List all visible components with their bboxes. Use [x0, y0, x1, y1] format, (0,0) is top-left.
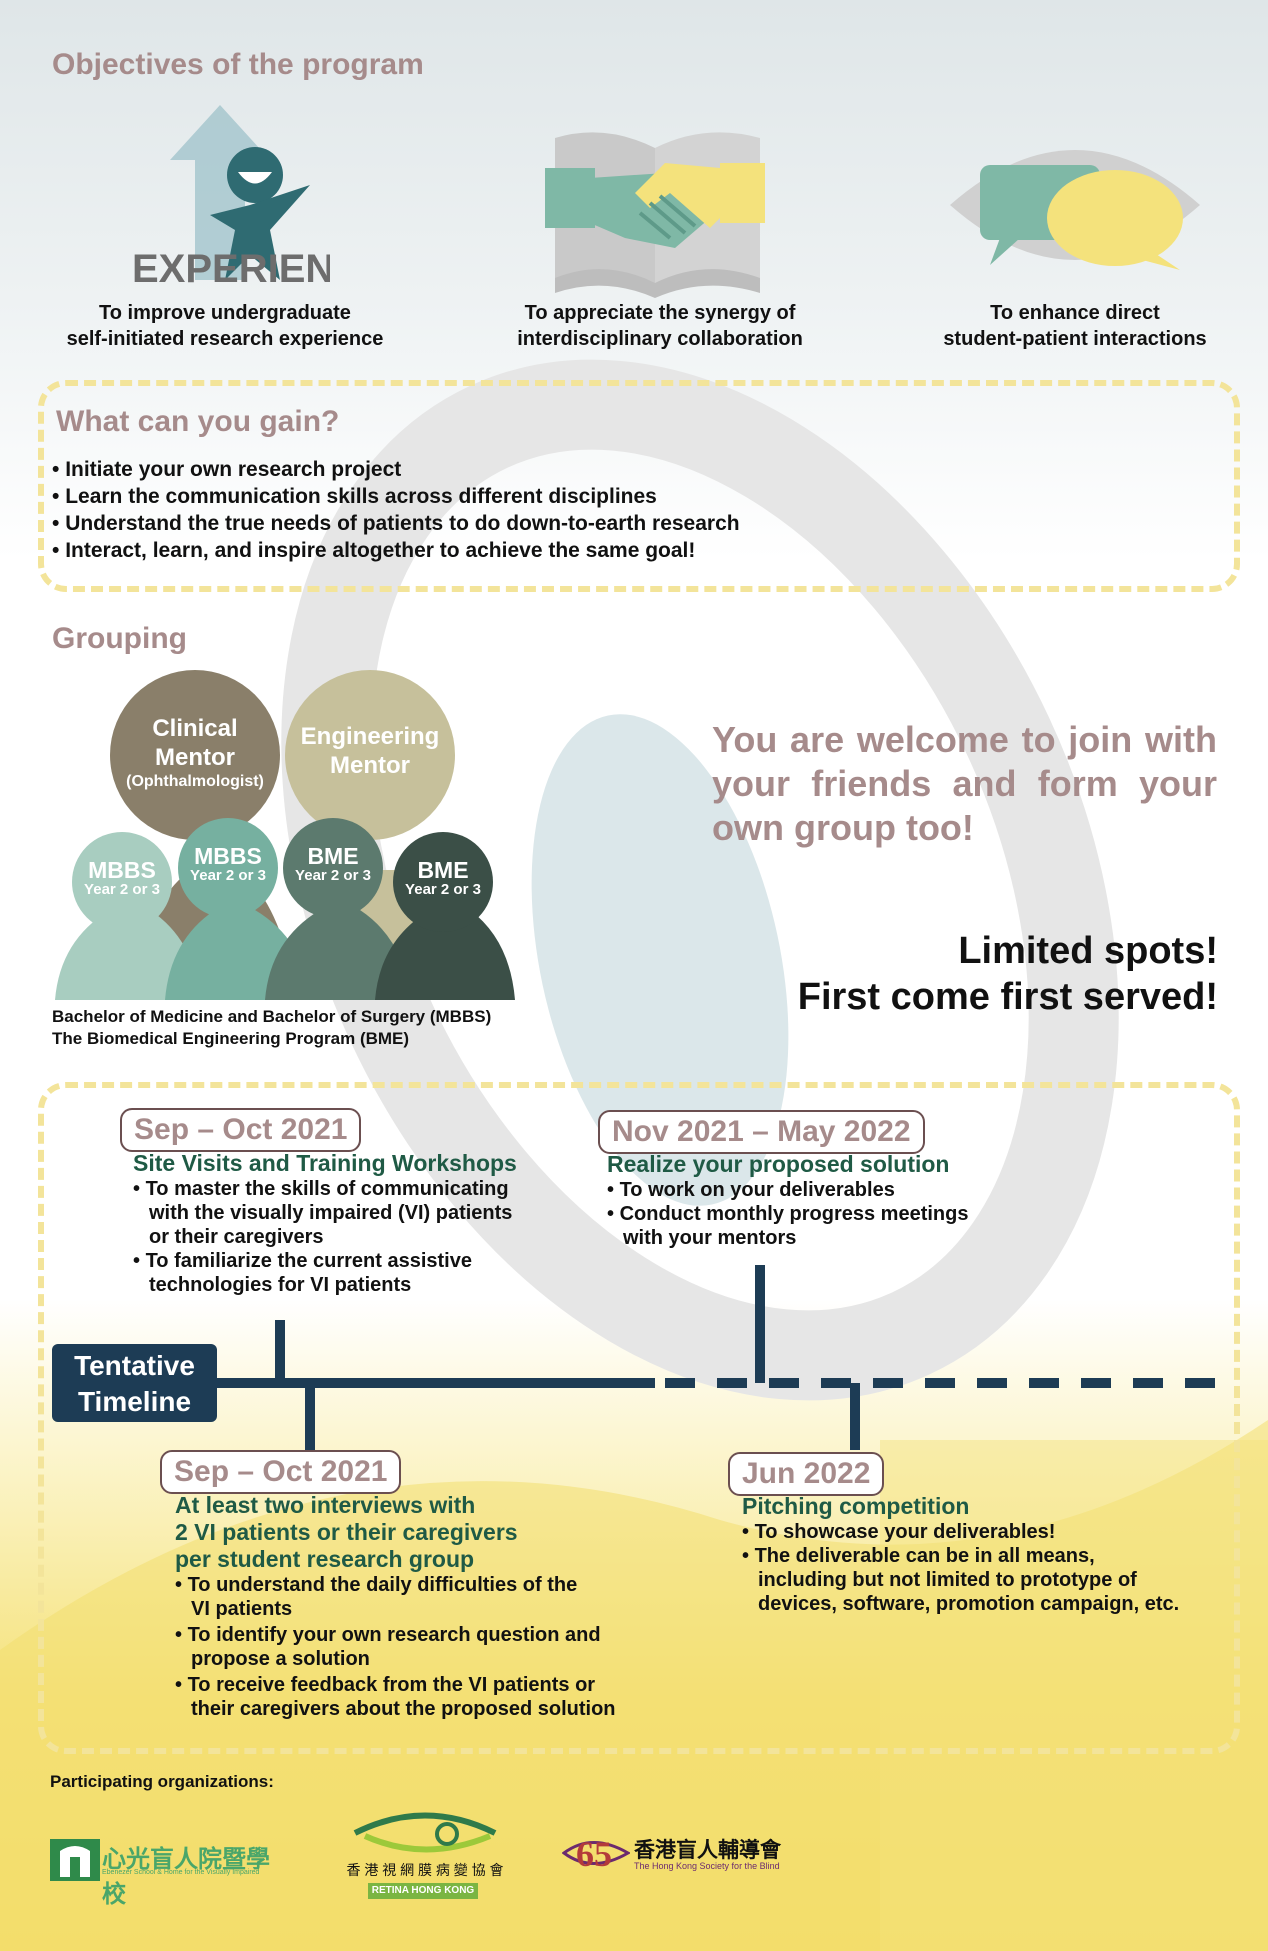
gain-box: [38, 380, 1240, 592]
welcome-message: You are welcome to join with your friend…: [712, 719, 1217, 848]
event-2-date: Nov 2021 – May 2022: [598, 1110, 925, 1154]
limited-spots: Limited spots! First come first served!: [797, 930, 1218, 1018]
list-item: Learn the communication skills across di…: [52, 483, 740, 510]
event-3-date: Sep – Oct 2021: [160, 1450, 402, 1494]
organizations-title: Participating organizations:: [50, 1772, 274, 1791]
timeline-label: Tentative Timeline: [52, 1344, 217, 1422]
list-item: Initiate your own research project: [52, 456, 740, 483]
list-item: The deliverable can be in all means,incl…: [742, 1544, 1232, 1616]
list-item: To understand the daily difficulties of …: [175, 1573, 675, 1621]
gain-title: What can you gain?: [56, 405, 340, 438]
engineering-mentor-circle: Engineering Mentor: [285, 670, 455, 840]
list-item: To identify your own research question a…: [175, 1623, 675, 1671]
hksb-logo: 65 香港盲人輔導會 The Hong Kong Society for the…: [562, 1830, 792, 1880]
event-2-heading: Realize your proposed solution: [607, 1151, 950, 1177]
speech-bubbles-eye-icon: [950, 150, 1200, 270]
grouping-footnote: Bachelor of Medicine and Bachelor of Sur…: [52, 1007, 492, 1048]
gain-list: Initiate your own research project Learn…: [52, 456, 740, 564]
ebenezer-emblem-icon: [50, 1839, 100, 1881]
eye-logo-icon: [353, 1812, 497, 1853]
event-4-heading: Pitching competition: [742, 1493, 970, 1519]
student-circle-bme-2: BME Year 2 or 3: [393, 832, 493, 932]
event-1-date: Sep – Oct 2021: [120, 1108, 362, 1152]
student-circle-bme-1: BME Year 2 or 3: [283, 818, 383, 918]
event-2: Realize your proposed solution To work o…: [607, 1151, 1067, 1250]
objectives-title: Objectives of the program: [52, 48, 424, 81]
event-4-date: Jun 2022: [728, 1452, 885, 1496]
retina-hk-logo: 香 港 視 網 膜 病 變 協 會 RETINA HONG KONG: [325, 1808, 525, 1903]
list-item: Interact, learn, and inspire altogether …: [52, 537, 740, 564]
timeline-box: [38, 1082, 1240, 1754]
event-4: Pitching competition To showcase your de…: [742, 1493, 1232, 1616]
grouping-title: Grouping: [52, 622, 187, 655]
clinical-mentor-circle: Clinical Mentor (Ophthalmologist): [110, 670, 280, 840]
list-item: To receive feedback from the VI patients…: [175, 1673, 675, 1721]
event-3-heading: At least two interviews with 2 VI patien…: [175, 1492, 518, 1572]
experience-icon: EXPERIENCE: [132, 105, 330, 290]
svg-text:65: 65: [576, 1834, 612, 1874]
list-item: To showcase your deliverables!: [742, 1520, 1232, 1544]
list-item: To work on your deliverables: [607, 1178, 1067, 1202]
event-3: At least two interviews with 2 VI patien…: [175, 1492, 675, 1721]
hksb-emblem-icon: 65: [562, 1834, 630, 1874]
list-item: To master the skills of communicatingwit…: [133, 1177, 593, 1249]
experience-word: EXPERIENCE: [132, 247, 330, 290]
event-1: Site Visits and Training Workshops To ma…: [133, 1150, 593, 1297]
ebenezer-logo: 心光盲人院暨學校 Ebenezer School & Home for the …: [50, 1835, 290, 1908]
student-circle-mbbs-1: MBBS Year 2 or 3: [72, 832, 172, 932]
student-circle-mbbs-2: MBBS Year 2 or 3: [178, 818, 278, 918]
grouping-diagram: Clinical Mentor (Ophthalmologist) Engine…: [50, 670, 520, 1000]
list-item: To familiarize the current assistivetech…: [133, 1249, 593, 1297]
handshake-book-icon: [545, 132, 765, 298]
event-1-heading: Site Visits and Training Workshops: [133, 1150, 517, 1176]
list-item: Understand the true needs of patients to…: [52, 510, 739, 537]
